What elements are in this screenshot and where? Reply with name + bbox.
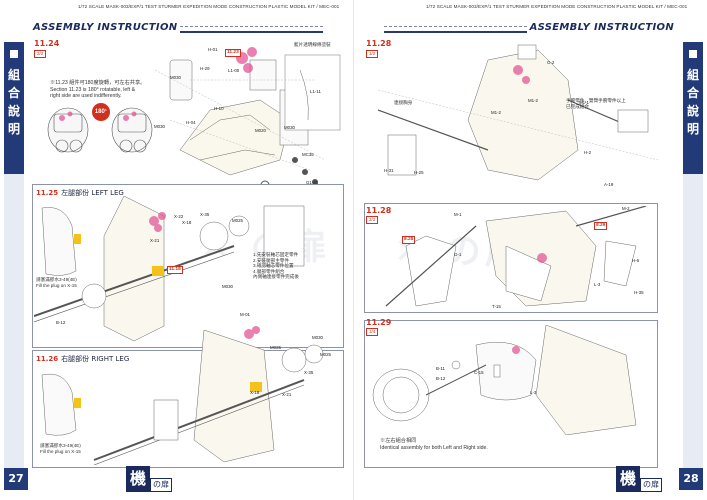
part-label: G-2 xyxy=(547,60,555,65)
part-label: H-31 xyxy=(384,168,394,173)
rotation-note: ※11.23 組件可180度旋轉，可左右共享。 Section 11.23 is… xyxy=(50,80,146,100)
part-label: C-15 xyxy=(474,370,484,375)
part-label: X-21 xyxy=(282,392,292,397)
assembly-title: ASSEMBLY INSTRUCTION xyxy=(30,22,181,33)
part-label: H-2 xyxy=(584,150,592,155)
header-band: ASSEMBLY INSTRUCTION xyxy=(384,22,677,34)
page-number: 27 xyxy=(4,468,28,490)
side-tab-text: 組 合 說 明 xyxy=(7,68,20,136)
side-strip xyxy=(683,174,703,478)
part-label: L1-11 xyxy=(310,89,321,94)
part-label: M030 xyxy=(312,335,323,340)
part-label: M-1 xyxy=(454,212,462,217)
part-label: G-1 xyxy=(454,252,462,257)
part-label: X-22 xyxy=(174,214,184,219)
side-tab: 組 合 說 明 xyxy=(683,42,703,174)
part-label: A-19 xyxy=(604,182,614,187)
part-label: B-12 xyxy=(56,320,66,325)
page-gutter xyxy=(352,0,355,500)
part-label: L-3 xyxy=(594,282,601,287)
step-11-28b-diagram xyxy=(385,206,647,307)
part-label: M1-2 xyxy=(491,110,502,115)
part-label: MC35 xyxy=(302,152,314,157)
part-label: B-11 xyxy=(436,366,445,371)
assembly-title: ASSEMBLY INSTRUCTION xyxy=(526,22,677,33)
part-label: X-35 xyxy=(304,370,314,375)
part-label: M025 xyxy=(232,218,243,223)
step-badge: 11.24 xyxy=(34,39,60,48)
step-badge: 11.28 xyxy=(366,39,392,48)
part-label: M030 xyxy=(222,284,233,289)
right-page: 1/72 SCALE MASK-003/EXP/1 TEST STURMER E… xyxy=(354,0,707,500)
part-label: H-25 xyxy=(414,170,424,175)
identical-assembly-note: ※左右組合相同 Identical assembly for both Left… xyxy=(380,438,488,451)
fill-note: 請塞滿膠水3-49(4E) Fill the plug on X-15 xyxy=(36,277,77,288)
callout-badge: 8.29 xyxy=(594,222,608,230)
part-label: G1-21 xyxy=(306,180,319,185)
part-label: B-12 xyxy=(436,376,446,381)
step-11-26-diagram xyxy=(41,326,324,465)
part-label: M030 xyxy=(170,75,181,80)
part-label: M030 xyxy=(284,125,295,130)
part-label: M025 xyxy=(320,352,331,357)
tab-square-icon xyxy=(689,50,697,58)
inset-note: 藍片透明線條塗裝 xyxy=(294,42,331,47)
publisher-logo: 機 の扉 xyxy=(126,466,172,492)
side-tab: 組 合 說 明 xyxy=(4,42,24,174)
rotation-diagram xyxy=(47,105,153,153)
step-sub: 2/2 xyxy=(366,216,379,224)
part-label: M1-1 xyxy=(579,100,590,105)
callout-badge: 11.18 xyxy=(167,266,183,274)
tab-square-icon xyxy=(10,50,18,58)
part-label: L-3 xyxy=(530,390,537,395)
assembly-annotation: 1.先安裝軸芯固定零件 2.安裝腿部主零件 3.確認軸芯零件位置 4.腿部零件組… xyxy=(253,252,299,280)
step-sub: 2/2 xyxy=(34,50,47,58)
assembly-annotation: 連接胸身 xyxy=(394,100,413,105)
part-label: H-04 xyxy=(186,120,196,125)
step-sub: 1/2 xyxy=(366,50,379,58)
left-page: 1/72 SCALE MASK-003/EXP/1 TEST STURMER E… xyxy=(0,0,353,500)
step-11-25-diagram xyxy=(34,196,305,342)
fill-note: 請塞滿膠水3-49(4E) Fill the plug on X-15 xyxy=(40,443,81,454)
part-label: H-10 xyxy=(214,106,224,111)
header-band: ASSEMBLY INSTRUCTION xyxy=(30,22,323,34)
step-badge: 11.28 xyxy=(366,206,392,215)
part-label: M025 xyxy=(270,345,281,350)
part-label: M020 xyxy=(255,128,266,133)
callout-badge: 8.28 xyxy=(402,236,416,244)
step-sub: 1/4 xyxy=(366,328,379,336)
side-strip xyxy=(4,174,24,478)
publisher-logo: 機 の扉 xyxy=(616,466,662,492)
part-label: H-35 xyxy=(634,290,644,295)
step-11-29-diagram xyxy=(372,325,637,435)
part-label: X-21 xyxy=(150,238,160,243)
model-title: 1/72 SCALE MASK-003/EXP/1 TEST STURMER E… xyxy=(426,4,688,9)
part-label: M-01 xyxy=(240,312,251,317)
part-label: H-6 xyxy=(632,258,640,263)
part-label: M1-2 xyxy=(528,98,539,103)
part-label: H-01 xyxy=(208,47,218,52)
part-label: X-18 xyxy=(182,220,192,225)
step-11-28-diagram xyxy=(377,44,659,181)
part-label: H-29 xyxy=(200,66,210,71)
step-11-24-diagram xyxy=(154,47,341,190)
part-label: L1-00 xyxy=(228,68,240,73)
part-label: M-2 xyxy=(622,206,630,211)
page-number: 28 xyxy=(679,468,703,490)
part-label: M030 xyxy=(154,124,165,129)
model-title: 1/72 SCALE MASK-003/EXP/1 TEST STURMER E… xyxy=(78,4,340,9)
part-label: X-35 xyxy=(200,212,210,217)
side-tab-text: 組 合 說 明 xyxy=(686,68,699,136)
callout-badge: 11.23 xyxy=(225,49,241,57)
part-label: T-15 xyxy=(492,304,501,309)
step-badge: 11.29 xyxy=(366,318,392,327)
assembly-annotation: 手腕零件，雙臂手腕零件以上 已完成組合 xyxy=(566,98,626,109)
part-label: X-18 xyxy=(250,390,260,395)
